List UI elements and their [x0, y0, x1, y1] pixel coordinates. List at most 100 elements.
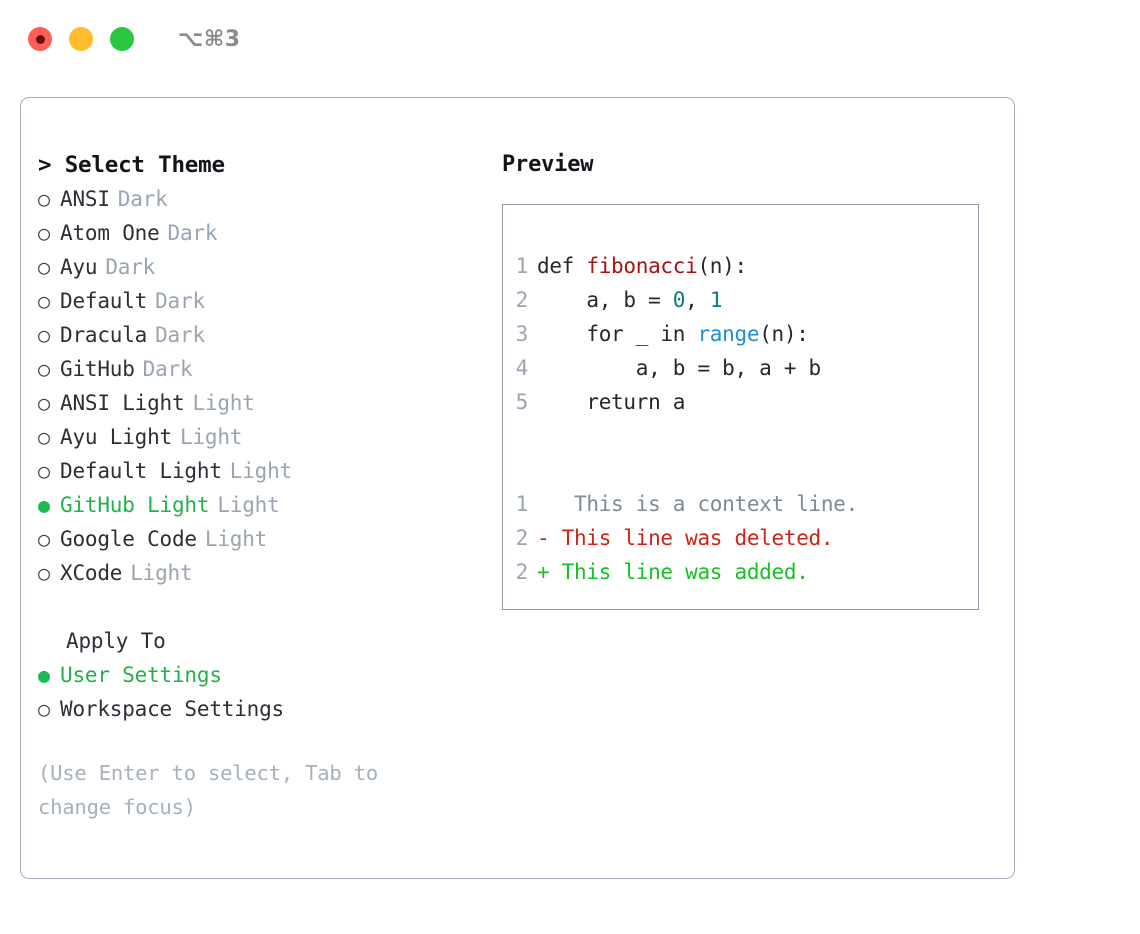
- list-spacer: [38, 590, 498, 624]
- diff-line-added: 2 + This line was added.: [503, 555, 978, 589]
- theme-kind-label: Dark: [142, 357, 193, 381]
- diff-text: This line was added.: [549, 560, 809, 584]
- code-line: 3 for _ in range(n):: [503, 317, 978, 351]
- diff-line-context: 1 This is a context line.: [503, 487, 978, 521]
- code-token-plain: (n):: [697, 254, 747, 278]
- theme-name-label: GitHub: [60, 357, 135, 381]
- theme-name-label: XCode: [60, 561, 123, 585]
- select-theme-header: > Select Theme: [38, 152, 225, 178]
- theme-list-item[interactable]: ○ ANSI Dark: [38, 182, 498, 216]
- theme-kind-label: Dark: [155, 289, 205, 313]
- theme-name-label: Default Light: [60, 459, 222, 483]
- code-token-keyword: for _ in: [537, 322, 698, 346]
- radio-unselected-icon[interactable]: ○: [38, 357, 50, 381]
- radio-unselected-icon[interactable]: ○: [38, 697, 50, 721]
- diff-text: This is a context line.: [549, 492, 858, 516]
- code-token-number: 0: [672, 288, 686, 312]
- radio-unselected-icon[interactable]: ○: [38, 527, 50, 551]
- apply-to-header: Apply To: [66, 629, 166, 653]
- code-line: 5 return a: [503, 385, 978, 419]
- theme-name-label: Dracula: [60, 323, 148, 347]
- code-token-number: 1: [709, 288, 723, 312]
- code-token-keyword: def: [537, 254, 587, 278]
- theme-list-item[interactable]: ○ Google Code Light: [38, 522, 498, 556]
- theme-name-label: Ayu: [60, 255, 98, 279]
- line-number: 2: [515, 560, 529, 584]
- line-number: 2: [515, 288, 529, 312]
- line-number: 2: [515, 526, 529, 550]
- theme-list-item[interactable]: ○ Atom One Dark: [38, 216, 498, 250]
- theme-kind-label: Light: [180, 425, 243, 449]
- line-number: 3: [515, 322, 529, 346]
- theme-list-item[interactable]: ○ Ayu Dark: [38, 250, 498, 284]
- theme-kind-label: Light: [130, 561, 193, 585]
- zoom-button-icon[interactable]: [110, 27, 134, 51]
- main-panel: > Select Theme ○ ANSI Dark ○ Atom One Da…: [20, 97, 1015, 879]
- line-number: 5: [515, 390, 529, 414]
- radio-selected-icon[interactable]: ●: [38, 663, 50, 687]
- radio-unselected-icon[interactable]: ○: [38, 425, 50, 449]
- code-blank-line: [503, 453, 978, 487]
- code-blank-line: [503, 419, 978, 453]
- code-content: a, b = 0, 1: [537, 283, 722, 317]
- radio-unselected-icon[interactable]: ○: [38, 289, 50, 313]
- theme-name-label: GitHub Light: [60, 493, 210, 517]
- radio-unselected-icon[interactable]: ○: [38, 255, 50, 279]
- theme-list-item[interactable]: ○ Default Light Light: [38, 454, 498, 488]
- diff-text: This line was deleted.: [549, 526, 834, 550]
- apply-to-option-label: Workspace Settings: [60, 697, 284, 721]
- theme-name-label: ANSI Light: [60, 391, 185, 415]
- theme-name-label: Default: [60, 289, 148, 313]
- theme-kind-label: Dark: [117, 187, 168, 211]
- theme-list-item[interactable]: ○ Ayu Light Light: [38, 420, 498, 454]
- code-preview-box: 1 def fibonacci(n): 2 a, b = 0, 1 3 for …: [502, 204, 979, 610]
- theme-kind-label: Light: [217, 493, 280, 517]
- preview-header: Preview: [502, 152, 594, 177]
- apply-to-option-selected[interactable]: ● User Settings: [38, 658, 498, 692]
- code-token-builtin: range: [697, 322, 760, 346]
- theme-list-item[interactable]: ○ Dracula Dark: [38, 318, 498, 352]
- line-number: 1: [515, 492, 529, 516]
- theme-name-label: ANSI: [60, 187, 110, 211]
- diff-line-deleted: 2 - This line was deleted.: [503, 521, 978, 555]
- radio-unselected-icon[interactable]: ○: [38, 561, 50, 585]
- radio-selected-icon[interactable]: ●: [38, 493, 50, 517]
- theme-list-item[interactable]: ○ Default Dark: [38, 284, 498, 318]
- code-token-plain: ,: [685, 288, 710, 312]
- title-bar: ⌥⌘3: [0, 0, 1140, 78]
- radio-unselected-icon[interactable]: ○: [38, 187, 50, 211]
- theme-kind-label: Light: [204, 527, 268, 551]
- apply-to-option[interactable]: ○ Workspace Settings: [38, 692, 498, 726]
- theme-list-item[interactable]: ○ XCode Light: [38, 556, 498, 590]
- theme-kind-label: Light: [192, 391, 255, 415]
- diff-marker: [537, 487, 549, 521]
- minimize-button-icon[interactable]: [69, 27, 93, 51]
- theme-list-item[interactable]: ○ GitHub Dark: [38, 352, 498, 386]
- radio-unselected-icon[interactable]: ○: [38, 221, 50, 245]
- theme-list-item[interactable]: ○ ANSI Light Light: [38, 386, 498, 420]
- diff-marker: +: [537, 560, 550, 584]
- recording-dot-icon: [35, 34, 45, 44]
- theme-name-label: Atom One: [60, 221, 160, 245]
- keyboard-hint-text: (Use Enter to select, Tab to change focu…: [38, 761, 378, 819]
- theme-list-item-selected[interactable]: ● GitHub Light Light: [38, 488, 498, 522]
- radio-unselected-icon[interactable]: ○: [38, 323, 50, 347]
- close-button-icon[interactable]: [28, 27, 52, 51]
- diff-marker: -: [537, 526, 550, 550]
- code-token-plain: a, b = b, a + b: [537, 356, 821, 380]
- line-number: 4: [515, 356, 529, 380]
- theme-name-label: Google Code: [60, 527, 197, 551]
- code-token-keyword: return a: [537, 390, 686, 414]
- radio-unselected-icon[interactable]: ○: [38, 459, 50, 483]
- code-token-plain: a, b =: [537, 288, 673, 312]
- theme-kind-label: Dark: [105, 255, 156, 279]
- code-line: 2 a, b = 0, 1: [503, 283, 978, 317]
- code-content: return a: [537, 385, 685, 419]
- code-line: 1 def fibonacci(n):: [503, 249, 978, 283]
- code-content: def fibonacci(n):: [537, 249, 747, 283]
- radio-unselected-icon[interactable]: ○: [38, 391, 50, 415]
- code-token-function: fibonacci: [586, 254, 698, 278]
- line-number: 1: [515, 254, 529, 278]
- theme-kind-label: Dark: [167, 221, 218, 245]
